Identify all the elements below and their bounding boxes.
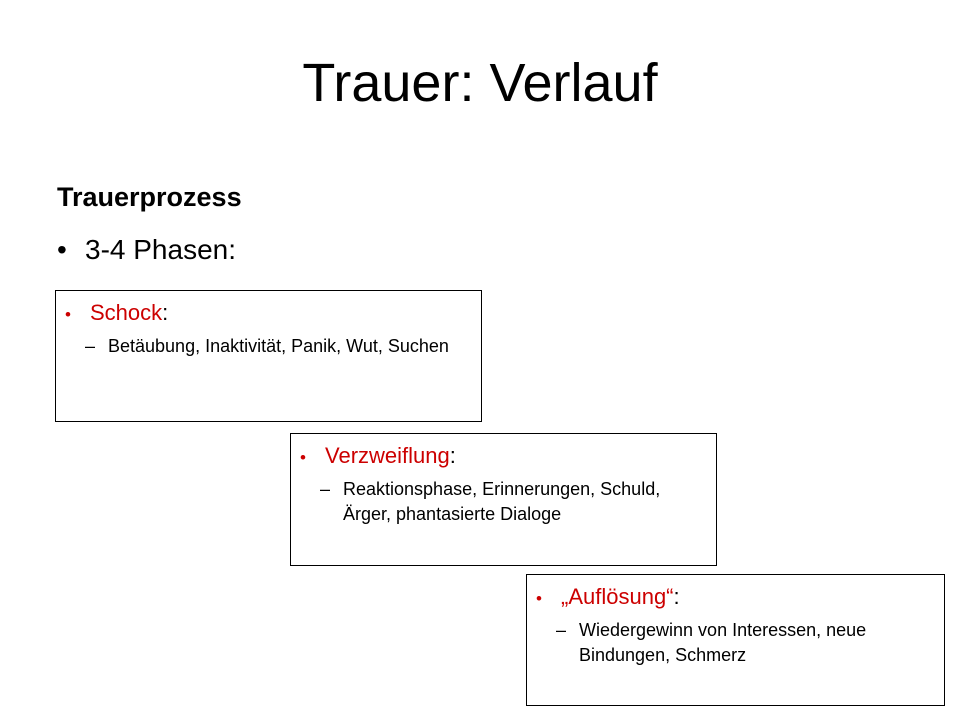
en-dash-icon: –: [85, 336, 96, 356]
phase-description: Betäubung, Inaktivität, Panik, Wut, Such…: [108, 336, 449, 356]
bullet-disc-icon: •: [536, 589, 542, 608]
phase-description-item: – Reaktionsphase, Erinnerungen, Schuld, …: [291, 477, 716, 527]
phase-colon: :: [449, 443, 456, 468]
phase-description-item: – Betäubung, Inaktivität, Panik, Wut, Su…: [56, 334, 481, 359]
page-title: Trauer: Verlauf: [302, 53, 658, 113]
body-heading: Trauerprozess: [57, 182, 242, 212]
phase-description: Reaktionsphase, Erinnerungen, Schuld, Är…: [343, 479, 661, 524]
main-bullet-label: 3-4 Phasen:: [85, 234, 236, 265]
en-dash-icon: –: [556, 620, 567, 640]
phase-description: Wiedergewinn von Interessen, neue Bindun…: [579, 620, 867, 665]
phase-heading: • Verzweiflung:: [291, 442, 716, 472]
phase-name: Verzweiflung:: [325, 443, 456, 468]
en-dash-icon: –: [320, 479, 331, 499]
phase-heading: • Schock:: [56, 299, 481, 329]
phase-box-verzweiflung: • Verzweiflung: – Reaktionsphase, Erinne…: [290, 433, 717, 566]
phase-colon: :: [162, 300, 169, 325]
phase-box-aufloesung: • „Auflösung“: – Wiedergewinn von Intere…: [526, 574, 945, 706]
phase-name: Schock:: [90, 300, 169, 325]
bullet-disc-icon: •: [300, 448, 306, 467]
phase-box-schock: • Schock: – Betäubung, Inaktivität, Pani…: [55, 290, 482, 422]
phase-heading: • „Auflösung“:: [527, 583, 944, 613]
bullet-disc-icon: •: [57, 234, 67, 265]
bullet-disc-icon: •: [65, 305, 71, 324]
phase-description-item: – Wiedergewinn von Interessen, neue Bind…: [527, 618, 944, 668]
phase-colon: :: [673, 584, 680, 609]
main-bullet-item: • 3-4 Phasen:: [57, 232, 236, 268]
phase-name: „Auflösung“:: [561, 584, 680, 609]
